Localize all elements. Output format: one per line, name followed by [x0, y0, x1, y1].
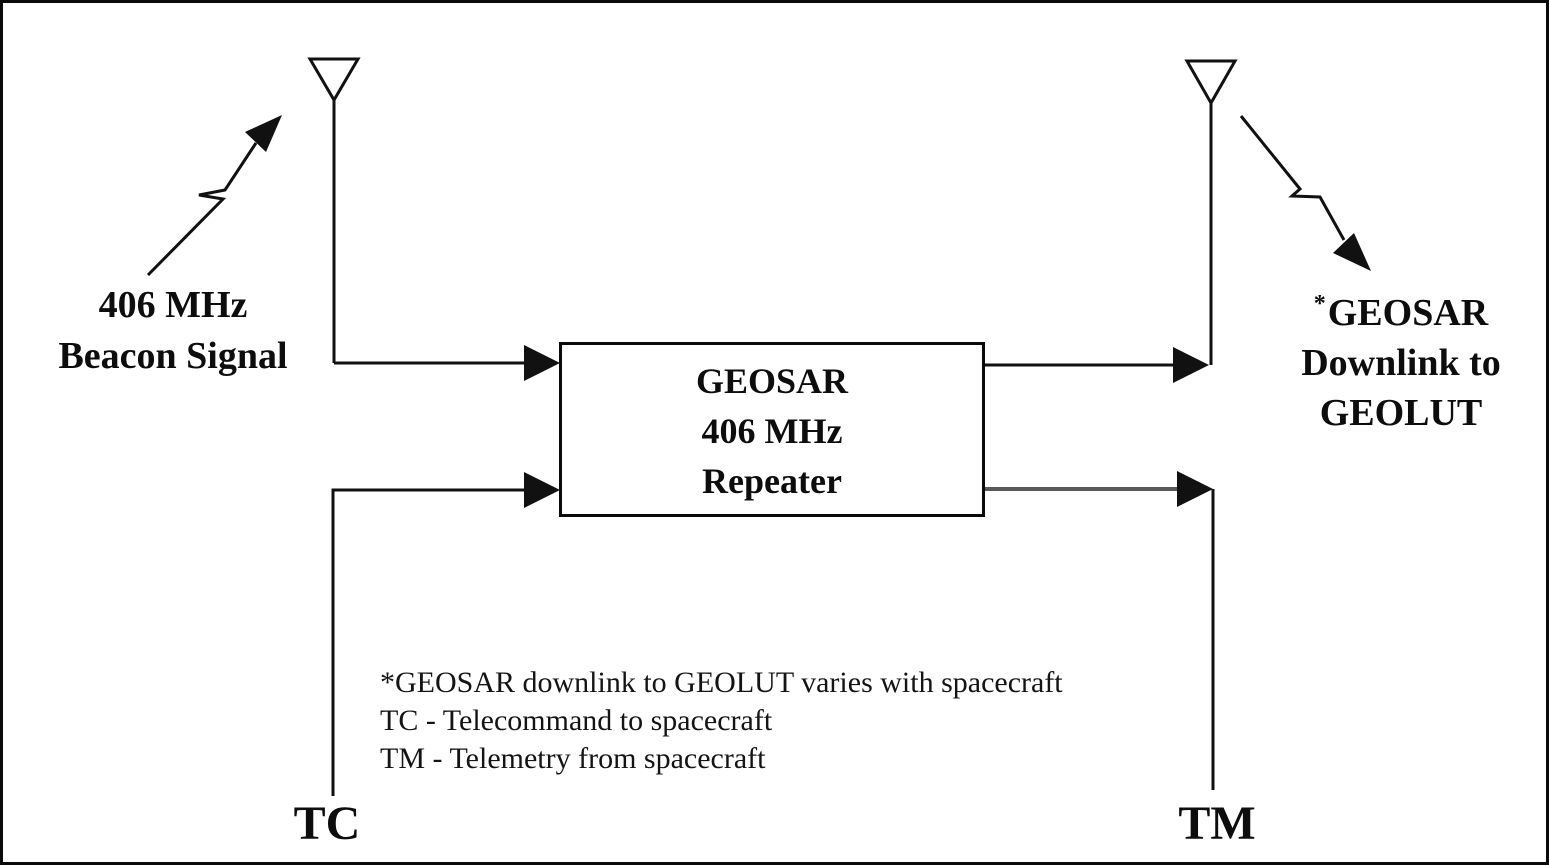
repeater-to-antenna-line — [985, 347, 1209, 383]
downlink-line1-text: GEOSAR — [1327, 292, 1489, 334]
diagram-lines-layer — [146, 57, 1371, 796]
beacon-signal-label: 406 MHz Beacon Signal — [23, 280, 323, 382]
beacon-signal-line2: Beacon Signal — [58, 335, 288, 377]
repeater-box-label: GEOSAR 406 MHz Repeater — [562, 356, 982, 506]
tm-port-label: TM — [1178, 797, 1256, 850]
tc-line — [331, 472, 560, 796]
legend-tm-note: TM - Telemetry from spacecraft — [380, 742, 766, 775]
repeater-box-line3: Repeater — [702, 461, 842, 501]
downlink-asterisk: * — [1313, 291, 1326, 317]
downlink-label: *GEOSAR Downlink to GEOLUT — [1251, 279, 1546, 438]
beacon-uplink-zigzag-arrow-icon — [146, 115, 282, 277]
downlink-line1: *GEOSAR — [1251, 279, 1546, 338]
repeater-box-line2: 406 MHz — [701, 411, 843, 451]
repeater-box-line1: GEOSAR — [695, 361, 849, 401]
tm-line — [985, 471, 1215, 790]
right-antenna-icon — [1184, 59, 1238, 365]
beacon-signal-line1: 406 MHz — [98, 284, 248, 326]
uplink-feed-line — [334, 345, 560, 381]
legend-tc-note: TC - Telecommand to spacecraft — [380, 704, 773, 737]
legend: *GEOSAR downlink to GEOLUT varies with s… — [380, 664, 1063, 778]
left-antenna-icon — [307, 57, 361, 363]
legend-geosar-note: *GEOSAR downlink to GEOLUT varies with s… — [380, 666, 1063, 699]
downlink-line2: Downlink to — [1301, 342, 1501, 384]
downlink-zigzag-arrow-icon — [1239, 115, 1371, 271]
tc-port-label: TC — [293, 797, 361, 850]
repeater-box: GEOSAR 406 MHz Repeater — [559, 342, 985, 517]
downlink-line3: GEOLUT — [1319, 392, 1483, 434]
